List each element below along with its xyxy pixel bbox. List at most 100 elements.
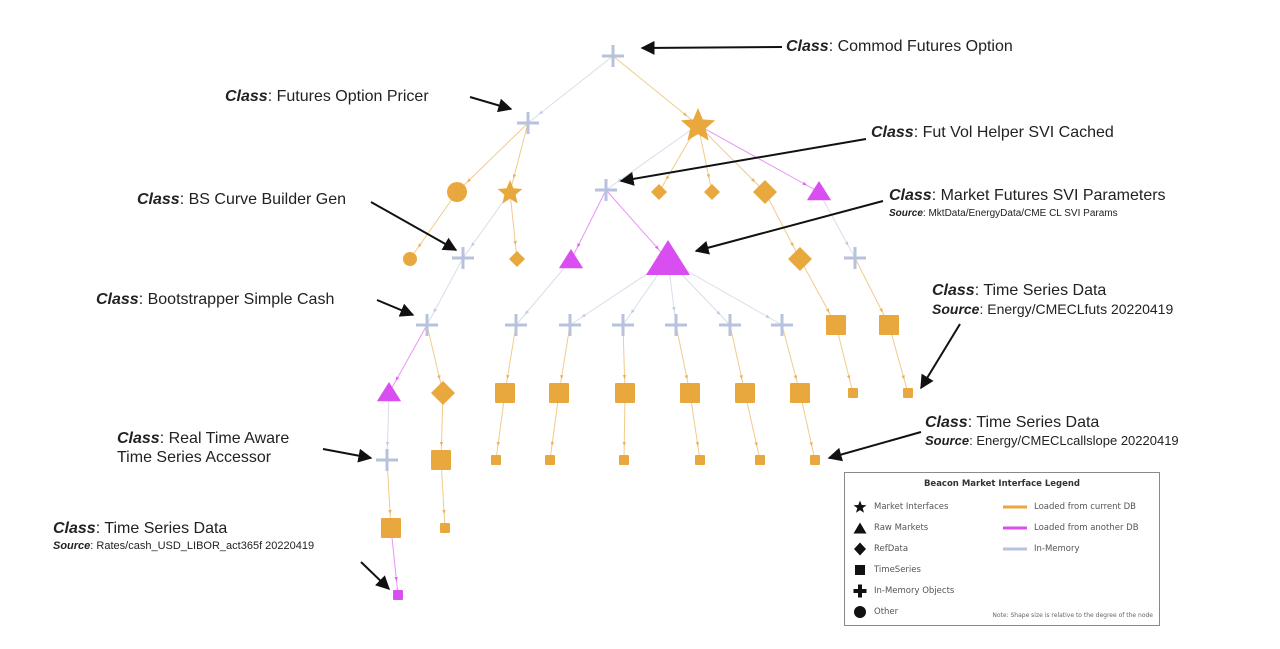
- edge-arrowhead: [672, 306, 676, 312]
- node-square-n37: [431, 450, 451, 470]
- class-name: Time Series Data: [983, 282, 1107, 299]
- class-name: Fut Vol Helper SVI Cached: [922, 124, 1114, 141]
- edge-n17-n26: [388, 324, 428, 394]
- legend-label: Market Interfaces: [874, 502, 949, 512]
- class-name: Futures Option Pricer: [276, 88, 429, 105]
- node-plus-n21: [665, 314, 687, 336]
- node-triangle-n14: [646, 240, 690, 275]
- line-swatch-another-db: [1003, 526, 1027, 530]
- edge-n15-n24: [799, 258, 837, 326]
- annotation-time-series-libor: Class: Time Series Data Source: Rates/ca…: [53, 520, 315, 552]
- edge-n21-n31: [675, 324, 691, 394]
- annotation-pointer-a7: [827, 431, 922, 462]
- edge-arrowhead: [684, 375, 689, 380]
- source-path: Energy/CMECLfuts 20220419: [987, 301, 1174, 317]
- edge-n1-n4: [509, 122, 529, 193]
- node-diamond-n6: [651, 184, 667, 200]
- node-diamond-n12: [509, 251, 525, 267]
- node-square-n31: [680, 383, 700, 403]
- edge-arrowhead: [538, 110, 544, 115]
- node-plus-n1: [517, 112, 539, 134]
- annotation-time-series-cmeclcallslope: Class: Time Series Data Source: Energy/C…: [925, 414, 1179, 448]
- annotation-pointer-a0: [640, 40, 783, 55]
- node-square-n33: [790, 383, 810, 403]
- edge-arrowhead: [467, 178, 472, 183]
- edge-n28-n38: [495, 392, 506, 461]
- plus-icon: [853, 584, 867, 598]
- legend-title: Beacon Market Interface Legend: [923, 479, 1081, 489]
- edge-n5-n13: [570, 189, 607, 261]
- legend-item-in-memory-objects: In-Memory Objects: [853, 584, 954, 598]
- legend-note: Note: Shape size is relative to the degr…: [992, 612, 1153, 619]
- edge-n13-n18: [515, 259, 572, 326]
- edge-arrowhead: [394, 576, 398, 582]
- edge-arrowhead: [846, 375, 851, 380]
- annotation-pointer-a8: [322, 448, 373, 463]
- node-star-n4: [497, 180, 523, 204]
- edge-arrowhead: [513, 240, 517, 246]
- edge-arrowhead: [560, 374, 564, 380]
- node-circle-n10: [403, 252, 417, 266]
- class-prefix: Class: [117, 430, 160, 447]
- nodes-layer: [376, 45, 913, 600]
- edge-arrowhead: [695, 441, 700, 447]
- node-diamond-n27: [431, 381, 455, 405]
- node-square-n40: [619, 455, 629, 465]
- legend-item-another-db: Loaded from another DB: [1003, 521, 1139, 535]
- edge-n29-n39: [549, 392, 560, 461]
- edge-arrowhead: [622, 374, 627, 380]
- edge-n22-n32: [729, 324, 746, 394]
- edge-arrowhead: [793, 375, 798, 380]
- legend-label: In-Memory: [1034, 544, 1080, 554]
- edge-arrowhead: [433, 308, 438, 313]
- legend-item-market-interfaces: Market Interfaces: [853, 500, 948, 514]
- class-prefix: Class: [137, 191, 180, 208]
- node-square-n43: [810, 455, 820, 465]
- class-name-line2: Time Series Accessor: [117, 449, 272, 466]
- legend-item-current-db: Loaded from current DB: [1003, 500, 1136, 514]
- edge-n17-n27: [426, 324, 444, 394]
- class-prefix: Class: [96, 291, 139, 308]
- node-triangle-n13: [558, 249, 584, 269]
- node-diamond-n15: [788, 247, 812, 271]
- edge-n4-n11: [462, 191, 511, 259]
- edge-arrowhead: [750, 177, 756, 183]
- source-prefix: Source: [925, 433, 970, 448]
- legend-item-timeseries: TimeSeries: [853, 563, 921, 577]
- node-square-n42: [755, 455, 765, 465]
- edge-n45-n47: [390, 527, 399, 596]
- node-square-n39: [545, 455, 555, 465]
- edge-arrowhead: [844, 241, 849, 246]
- node-plus-n20: [612, 314, 634, 336]
- edge-arrowhead: [706, 174, 711, 179]
- edge-arrowhead: [901, 375, 905, 380]
- edge-n0-n2: [612, 55, 699, 126]
- node-square-n34: [848, 388, 858, 398]
- node-square-n29: [549, 383, 569, 403]
- node-square-n38: [491, 455, 501, 465]
- edge-n18-n28: [504, 324, 517, 394]
- edge-arrowhead: [577, 243, 581, 248]
- node-square-n45: [381, 518, 401, 538]
- node-triangle-n26: [376, 382, 402, 402]
- edge-n23-n33: [781, 324, 801, 394]
- source-prefix: Source: [889, 208, 923, 219]
- source-path: Rates/cash_USD_LIBOR_act365f 20220419: [96, 540, 315, 552]
- source-path: MktData/EnergyData/CME CL SVI Params: [928, 208, 1118, 219]
- class-name: Market Futures SVI Parameters: [940, 187, 1166, 204]
- edge-n24-n34: [835, 324, 854, 394]
- edge-n31-n41: [689, 392, 701, 461]
- edge-arrowhead: [437, 375, 441, 380]
- node-star-n2: [680, 108, 716, 141]
- edge-n25-n35: [888, 324, 909, 394]
- edge-n8-n15: [764, 191, 801, 260]
- edge-n37-n46: [440, 459, 446, 529]
- line-swatch-in-memory: [1003, 547, 1027, 551]
- node-plus-n36: [376, 449, 398, 471]
- edge-arrowhead: [765, 314, 770, 319]
- legend-item-other: Other: [853, 605, 898, 619]
- annotation-market-futures-svi: Class: Market Futures SVI Parameters Sou…: [889, 187, 1166, 219]
- line-swatch-current-db: [1003, 505, 1027, 509]
- source-path: Energy/CMECLcallslope 20220419: [976, 433, 1179, 448]
- edge-arrowhead: [682, 112, 688, 117]
